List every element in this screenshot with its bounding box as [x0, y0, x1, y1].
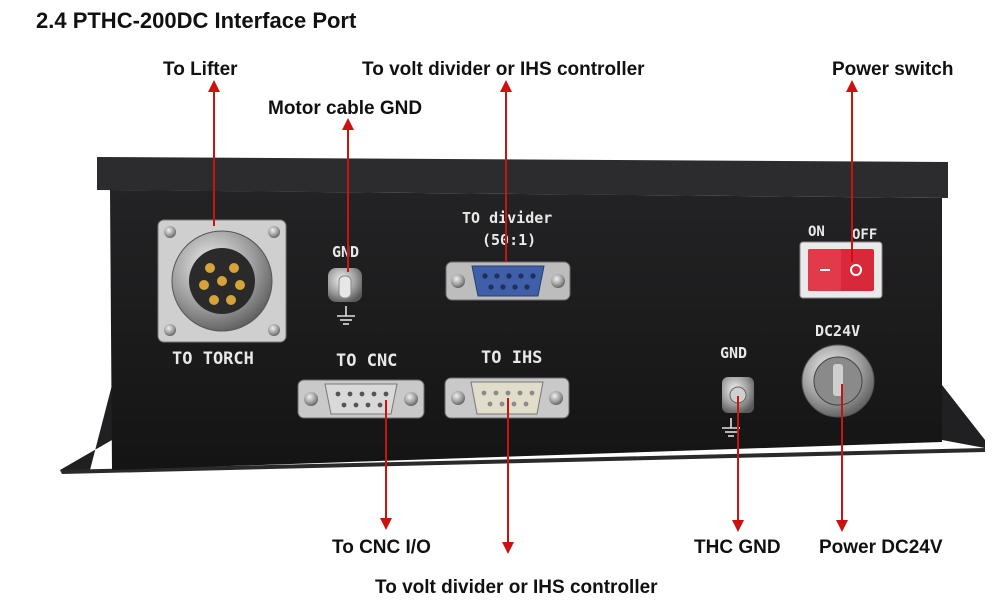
motor-gnd-terminal[interactable]	[328, 268, 362, 302]
callout-motor-cable-gnd: Motor cable GND	[268, 98, 423, 119]
left-mounting-flange	[60, 385, 112, 470]
dc24v-power-jack[interactable]	[801, 344, 875, 418]
screw-icon	[451, 391, 465, 405]
page-title: 2.4 PTHC-200DC Interface Port	[36, 8, 357, 33]
screw-icon	[451, 274, 465, 288]
right-mounting-flange	[942, 385, 985, 448]
label-gnd-left: GND	[332, 243, 359, 261]
label-to-divider: TO divider	[462, 209, 552, 227]
label-switch-on: ON	[808, 224, 825, 240]
torch-connector[interactable]	[157, 219, 287, 343]
callout-volt-divider-top: To volt divider or IHS controller	[362, 59, 645, 80]
power-switch[interactable]	[799, 241, 883, 299]
callout-to-lifter: To Lifter	[163, 59, 238, 80]
screw-icon	[549, 391, 563, 405]
screw-icon	[164, 324, 176, 336]
ground-symbol-icon	[337, 306, 355, 325]
cnc-db9-port[interactable]	[297, 379, 425, 419]
label-to-torch: TO TORCH	[172, 349, 254, 369]
label-to-ihs: TO IHS	[481, 348, 542, 368]
enclosure-lid	[97, 157, 948, 198]
callout-cnc-io: To CNC I/O	[332, 537, 431, 558]
screw-icon	[268, 226, 280, 238]
screw-icon	[164, 226, 176, 238]
thc-gnd-terminal[interactable]	[722, 377, 754, 413]
label-dc24v: DC24V	[815, 322, 860, 340]
callout-volt-divider-bottom: To volt divider or IHS controller	[375, 577, 658, 598]
screw-icon	[404, 392, 418, 406]
screw-icon	[268, 324, 280, 336]
label-gnd-right: GND	[720, 344, 747, 362]
callout-arrows	[208, 80, 858, 554]
label-switch-off: OFF	[852, 227, 877, 243]
label-to-cnc: TO CNC	[336, 351, 397, 371]
callout-power-dc24v: Power DC24V	[819, 537, 943, 558]
screw-icon	[304, 392, 318, 406]
callout-thc-gnd: THC GND	[694, 537, 781, 558]
divider-db9-port[interactable]	[445, 261, 571, 301]
base-flange	[60, 448, 985, 474]
screw-icon	[551, 274, 565, 288]
label-divider-ratio: (50:1)	[482, 231, 536, 249]
callout-power-switch: Power switch	[832, 59, 954, 80]
